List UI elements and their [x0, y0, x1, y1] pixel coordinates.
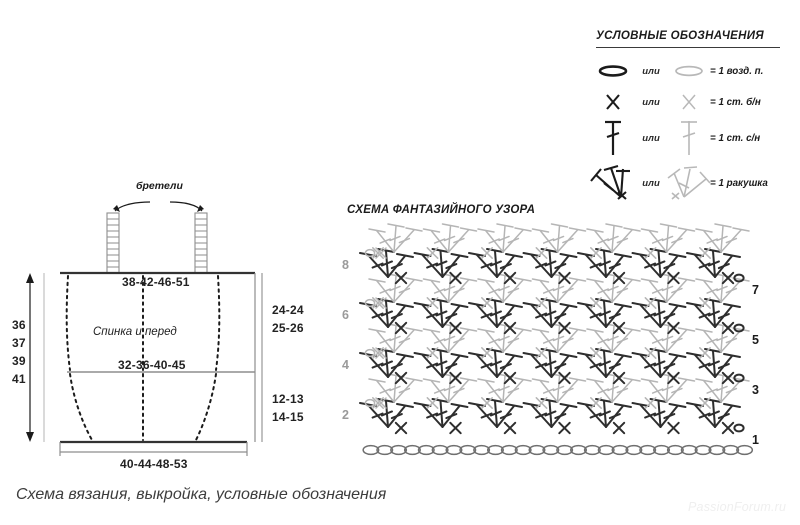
site-watermark: PassionForum.ru — [688, 500, 787, 514]
pattern-row-5 — [359, 298, 745, 335]
row-number-left-2: 2 — [342, 408, 349, 422]
straps-label: бретели — [136, 180, 183, 192]
legend-panel: УСЛОВНЫЕ ОБОЗНАЧЕНИЯ или = 1 возд. п. — [590, 30, 792, 200]
legend-row-shell: или = 1 ракушка — [590, 160, 792, 206]
schematic-drawing — [26, 201, 263, 456]
legend-text-double-crochet: = 1 ст. с/н — [710, 132, 761, 144]
row-number-right-5: 5 — [752, 333, 759, 347]
row-number-right-1: 1 — [752, 433, 759, 447]
pattern-row-7 — [359, 248, 745, 285]
legend-or-label-4: или — [642, 177, 660, 189]
chain-stitch-oval-light-icon — [668, 63, 710, 79]
pattern-chart: СХЕМА ФАНТАЗИЙНОГО УЗОРА 8 6 4 2 7 5 3 1 — [340, 200, 800, 480]
pattern-row-8 — [364, 223, 750, 259]
row-number-right-7: 7 — [752, 283, 759, 297]
row-number-left-4: 4 — [342, 358, 349, 372]
legend-or-label-1: или — [642, 65, 660, 77]
double-crochet-icon — [592, 119, 634, 157]
bottom-width-label: 40-44-48-53 — [120, 457, 188, 471]
top-width-label: 38-42-46-51 — [122, 275, 190, 289]
height-label-2: 39 — [12, 354, 26, 368]
legend-title: УСЛОВНЫЕ ОБОЗНАЧЕНИЯ — [596, 30, 764, 42]
legend-row-single-crochet: или = 1 ст. б/н — [592, 87, 792, 117]
bottom-width-dimension — [59, 442, 248, 456]
arrowhead-right — [197, 205, 204, 212]
single-crochet-x-light-icon — [668, 92, 710, 112]
strap-left-icon — [106, 212, 120, 274]
pattern-chart-drawing — [359, 223, 754, 456]
height-label-0: 36 — [12, 318, 26, 332]
body-seam-lines — [65, 275, 221, 441]
shell-fan-icon — [590, 161, 634, 205]
chain-stitch-oval-icon — [592, 63, 634, 79]
legend-row-chain: или = 1 возд. п. — [592, 56, 792, 86]
garment-schematic: бретели 38-42-46-51 Спинка и перед 32-36… — [0, 180, 340, 480]
upper-height-label-0: 24-24 — [272, 303, 304, 317]
shell-fan-light-icon — [667, 161, 711, 205]
arrowhead-up — [26, 273, 34, 283]
lower-height-label-1: 14-15 — [272, 410, 304, 424]
row-number-left-6: 6 — [342, 308, 349, 322]
row-number-right-3: 3 — [752, 383, 759, 397]
body-part-label: Спинка и перед — [93, 326, 177, 338]
arrowhead-down — [26, 432, 34, 442]
height-label-1: 37 — [12, 336, 26, 350]
double-crochet-light-icon — [668, 119, 710, 157]
single-crochet-x-icon — [592, 92, 634, 112]
legend-text-single-crochet: = 1 ст. б/н — [710, 96, 761, 108]
upper-height-label-1: 25-26 — [272, 321, 304, 335]
pattern-row-3 — [359, 348, 745, 385]
chart-title: СХЕМА ФАНТАЗИЙНОГО УЗОРА — [347, 204, 536, 216]
legend-row-double-crochet: или = 1 ст. с/н — [592, 118, 792, 158]
strap-pointer-arrows — [114, 201, 203, 212]
strap-right-icon — [194, 212, 208, 274]
waist-width-label: 32-36-40-45 — [118, 358, 186, 372]
legend-title-underline — [596, 47, 780, 48]
pattern-row-1 — [359, 398, 745, 435]
lower-height-label-0: 12-13 — [272, 392, 304, 406]
height-label-3: 41 — [12, 372, 26, 386]
body-outline — [60, 271, 256, 444]
arrowhead-left — [113, 205, 120, 212]
foundation-chain-row — [362, 444, 754, 456]
legend-text-shell: = 1 ракушка — [710, 177, 768, 189]
row-number-left-8: 8 — [342, 258, 349, 272]
legend-text-chain: = 1 возд. п. — [710, 65, 764, 77]
legend-or-label-3: или — [642, 132, 660, 144]
page-caption: Схема вязания, выкройка, условные обозна… — [16, 486, 387, 503]
legend-or-label-2: или — [642, 96, 660, 108]
